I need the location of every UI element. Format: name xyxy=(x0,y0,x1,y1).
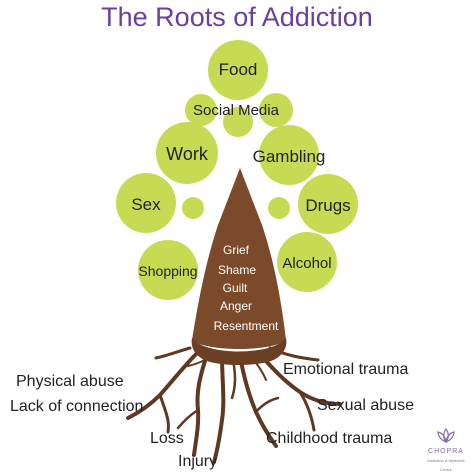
leaf-center-top xyxy=(223,107,253,137)
leaf-label-shopping: Shopping xyxy=(138,263,197,279)
logo-subtitle: Addiction & Wellness Centre xyxy=(427,458,465,472)
leaf-label-sex: Sex xyxy=(131,195,161,214)
lotus-icon xyxy=(437,427,455,444)
leaf-circles xyxy=(116,40,358,300)
tree-roots xyxy=(126,346,342,464)
leaf-small-right xyxy=(268,197,290,219)
leaf-work xyxy=(156,122,218,184)
logo-name: CHOPRA xyxy=(428,448,464,455)
leaf-small-left xyxy=(182,197,204,219)
leaf-alcohol xyxy=(277,232,337,292)
chopra-logo: CHOPRA Addiction & Wellness Centre xyxy=(426,447,466,474)
leaf-social-media xyxy=(185,94,217,126)
leaf-social-media-right xyxy=(259,93,293,127)
leaf-label-alcohol: Alcohol xyxy=(282,255,331,272)
trunk-word-anger: Anger xyxy=(220,299,252,313)
leaf-label-food: Food xyxy=(219,60,258,79)
root-label-lack-of-connection: Lack of connection xyxy=(10,398,143,415)
leaf-label-social-media: Social Media xyxy=(193,102,280,119)
leaf-drugs xyxy=(298,174,358,234)
leaf-label-work: Work xyxy=(166,144,209,164)
trunk-word-grief: Grief xyxy=(223,243,250,257)
tree-trunk-base xyxy=(191,338,287,365)
leaf-shopping xyxy=(138,240,198,300)
leaf-label-drugs: Drugs xyxy=(305,196,350,215)
leaf-sex xyxy=(116,173,176,233)
trunk-word-resentment: Resentment xyxy=(214,319,279,333)
root-label-physical-abuse: Physical abuse xyxy=(16,373,124,390)
root-label-emotional-trauma: Emotional trauma xyxy=(283,361,408,378)
leaf-gambling xyxy=(259,125,319,185)
root-label-loss: Loss xyxy=(150,430,184,447)
leaf-food xyxy=(208,40,268,100)
tree-trunk xyxy=(192,168,286,349)
root-label-sexual-abuse: Sexual abuse xyxy=(317,397,414,414)
leaf-label-gambling: Gambling xyxy=(253,147,326,166)
trunk-word-guilt: Guilt xyxy=(223,281,248,295)
root-label-childhood-trauma: Childhood trauma xyxy=(266,430,392,447)
root-label-injury: Injury xyxy=(178,453,217,470)
trunk-word-shame: Shame xyxy=(218,263,256,277)
page-title: The Roots of Addiction xyxy=(101,2,373,32)
